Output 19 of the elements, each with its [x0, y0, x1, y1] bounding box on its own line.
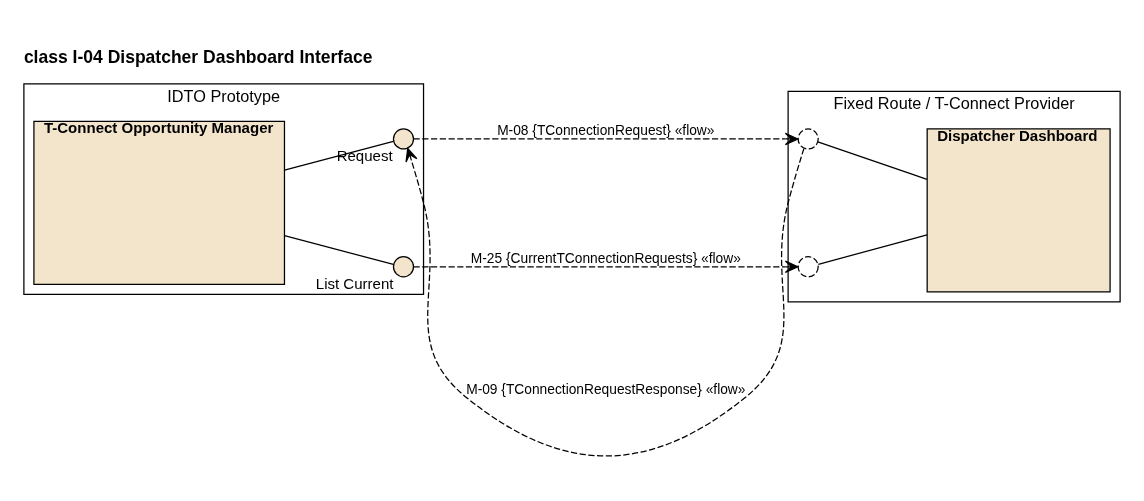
connector [817, 234, 928, 265]
node-label: Request [336, 147, 393, 165]
diagram-title: class I-04 Dispatcher Dashboard Interface [23, 46, 373, 67]
edge-label: M-09 {TConnectionRequestResponse} «flow» [466, 382, 746, 398]
node-socket [797, 256, 819, 278]
arrow [412, 132, 799, 146]
node-label: List Current [315, 274, 394, 292]
connector [817, 141, 928, 180]
node-socket [797, 128, 819, 150]
arrow [405, 147, 805, 457]
arrow [412, 260, 799, 274]
node-box: T-Connect Opportunity Manager [33, 120, 286, 285]
edge-label: M-08 {TConnectionRequest} «flow» [497, 122, 715, 138]
node-circle [392, 128, 415, 150]
connector [283, 140, 394, 171]
node-box: Dispatcher Dashboard [926, 128, 1111, 293]
connector [283, 235, 394, 266]
node-circle [392, 256, 415, 278]
edge-label: M-25 {CurrentTConnectionRequests} «flow» [470, 250, 741, 266]
